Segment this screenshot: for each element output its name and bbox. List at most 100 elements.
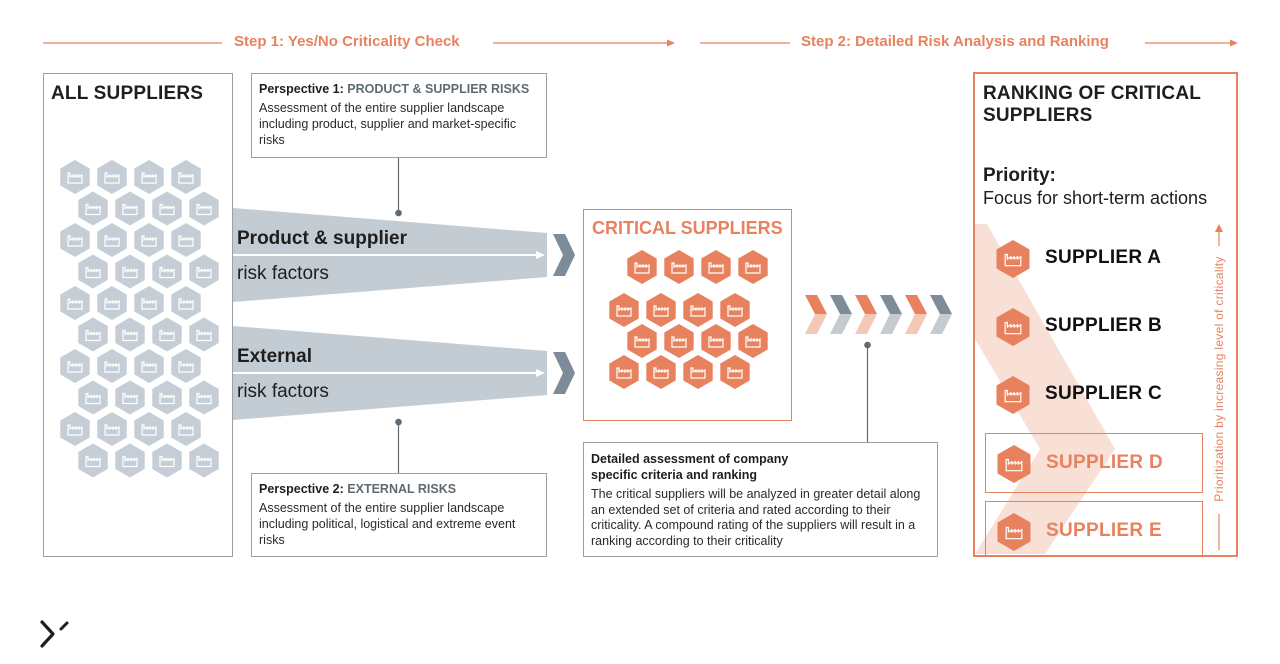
factory-icon — [196, 455, 212, 468]
ranking-panel: RANKING OF CRITICAL SUPPLIERS Priority: … — [973, 72, 1238, 557]
supplier-hex — [78, 380, 108, 415]
critical-supplier-hex — [738, 324, 768, 358]
critical-suppliers-title: CRITICAL SUPPLIERS — [592, 218, 783, 238]
chevron-arrow — [880, 295, 902, 334]
supplier-hex — [97, 349, 127, 383]
detailed-title: Detailed assessment of company specific … — [591, 452, 789, 482]
factory-icon — [178, 424, 194, 436]
supplier-label: SUPPLIER C — [1045, 383, 1163, 404]
factory-icon — [104, 424, 120, 436]
supplier-hex — [115, 317, 145, 352]
supplier-row: SUPPLIER C — [985, 365, 1203, 425]
supplier-hex — [115, 380, 145, 415]
detailed-connector — [864, 341, 871, 442]
factory-icon — [178, 361, 194, 373]
supplier-icon — [997, 445, 1031, 483]
factory-icon — [159, 266, 175, 279]
factory-icon — [1004, 321, 1022, 335]
factory-icon — [141, 424, 157, 436]
critical-supplier-hex — [646, 293, 676, 327]
factory-icon — [85, 392, 101, 405]
supplier-row: SUPPLIER D — [985, 433, 1203, 493]
supplier-hex — [997, 445, 1031, 483]
perspective2-title: Perspective 2: — [259, 482, 344, 496]
critical-supplier-hex — [609, 355, 639, 389]
critical-supplier-hex — [683, 355, 713, 389]
factory-icon — [727, 305, 743, 317]
factory-icon — [141, 361, 157, 373]
factory-icon — [708, 262, 724, 274]
supplier-hex — [189, 254, 219, 289]
factory-icon — [745, 262, 761, 274]
supplier-hex — [996, 308, 1030, 346]
factory-icon — [122, 203, 138, 216]
supplier-icon — [996, 376, 1030, 414]
factory-icon — [67, 172, 83, 184]
supplier-hex — [152, 443, 182, 478]
perspective1-text: Assessment of the entire supplier landsc… — [259, 101, 517, 147]
supplier-hex — [97, 160, 127, 194]
factory-icon — [196, 203, 212, 216]
funnel-bottom-bold: External — [237, 346, 312, 367]
factory-icon — [671, 336, 687, 348]
supplier-hex — [189, 317, 219, 352]
supplier-label: SUPPLIER B — [1045, 315, 1163, 336]
factory-icon — [708, 336, 724, 348]
supplier-hex — [115, 443, 145, 478]
logo-icon — [40, 620, 69, 648]
supplier-hex — [78, 443, 108, 478]
factory-icon — [616, 305, 632, 317]
chevron-arrow — [805, 295, 827, 334]
supplier-hex — [996, 376, 1030, 414]
factory-icon — [85, 329, 101, 342]
perspective2-heading: Perspective 2: EXTERNAL RISKS — [259, 482, 539, 496]
factory-icon — [104, 172, 120, 184]
supplier-hex — [78, 254, 108, 289]
step2-label: Step 2: Detailed Risk Analysis and Ranki… — [801, 33, 1109, 50]
supplier-hex — [97, 412, 127, 446]
ranking-title: RANKING OF CRITICAL SUPPLIERS — [983, 83, 1201, 126]
funnel-graphics — [233, 208, 575, 420]
factory-icon — [104, 361, 120, 373]
factory-icon — [196, 266, 212, 279]
factory-icon — [634, 262, 650, 274]
critical-supplier-hex — [738, 250, 768, 284]
supplier-hex — [152, 380, 182, 415]
factory-icon — [122, 455, 138, 468]
funnel-bottom-text: risk factors — [237, 381, 329, 402]
factory-icon — [178, 172, 194, 184]
supplier-hex — [171, 160, 201, 194]
supplier-hex — [60, 349, 90, 383]
funnel-top-bold: Product & supplier — [237, 228, 407, 249]
factory-icon — [85, 455, 101, 468]
factory-icon — [178, 298, 194, 310]
factory-icon — [178, 235, 194, 247]
supplier-hex — [189, 380, 219, 415]
supplier-label: SUPPLIER A — [1045, 247, 1162, 268]
perspective2-box: Perspective 2: EXTERNAL RISKS Assessment… — [251, 473, 547, 557]
factory-icon — [671, 262, 687, 274]
supplier-hex — [78, 191, 108, 226]
supplier-hex — [134, 286, 164, 320]
factory-icon — [196, 392, 212, 405]
supplier-hex — [134, 160, 164, 194]
step1-label: Step 1: Yes/No Criticality Check — [234, 33, 460, 50]
all-suppliers-hex-grid — [60, 160, 219, 478]
factory-icon — [653, 367, 669, 379]
factory-icon — [1004, 253, 1022, 267]
supplier-hex — [171, 223, 201, 257]
supplier-hex — [152, 317, 182, 352]
factory-icon — [67, 298, 83, 310]
supplier-hex — [78, 317, 108, 352]
supplier-hex — [152, 191, 182, 226]
factory-icon — [122, 266, 138, 279]
funnel-top-text: risk factors — [237, 263, 329, 284]
supplier-hex — [171, 412, 201, 446]
supplier-row: SUPPLIER E — [985, 501, 1203, 555]
factory-icon — [141, 235, 157, 247]
ranking-band — [975, 224, 1115, 554]
supplier-hex — [115, 254, 145, 289]
critical-supplier-hex — [720, 293, 750, 327]
supplier-row: SUPPLIER A — [985, 229, 1203, 289]
supplier-hex — [115, 191, 145, 226]
